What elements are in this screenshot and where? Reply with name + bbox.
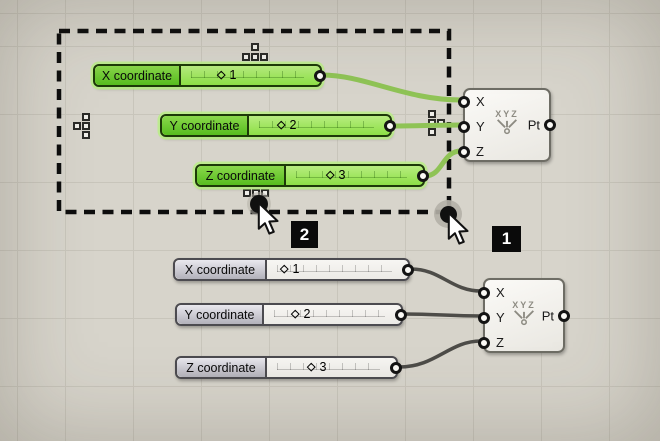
slider-grip[interactable]: ◇ 1 (280, 260, 299, 279)
input-label-x: X (476, 94, 485, 109)
wire-z-selected[interactable] (422, 148, 464, 179)
slider-label: X coordinate (95, 66, 181, 85)
step-badge-2: 2 (291, 221, 318, 248)
cursor-icon (447, 212, 469, 245)
group-grip[interactable] (82, 122, 90, 130)
slider-value: 3 (338, 168, 346, 183)
slider-track[interactable]: ◇ 2 (264, 305, 401, 324)
slider-track[interactable]: ◇ 1 (181, 66, 320, 85)
group-grip[interactable] (82, 131, 90, 139)
input-socket-x[interactable] (458, 96, 470, 108)
construct-point-component-selected[interactable]: X Y Z Pt XYZ (458, 88, 556, 162)
output-socket[interactable] (402, 263, 414, 276)
slider-label: Z coordinate (177, 358, 267, 377)
wire-y-unselected[interactable] (402, 312, 483, 318)
input-label-y: Y (476, 119, 485, 134)
group-grip[interactable] (428, 110, 436, 118)
slider-value: 1 (229, 68, 237, 83)
slider-diamond-icon: ◇ (277, 119, 286, 131)
group-grip[interactable] (73, 122, 81, 130)
input-socket-x[interactable] (478, 287, 490, 299)
slider-value: 3 (319, 360, 327, 375)
group-grip[interactable] (82, 113, 90, 121)
output-socket[interactable] (395, 308, 407, 321)
wire-y-selected[interactable] (389, 122, 464, 129)
slider-label: X coordinate (175, 260, 267, 279)
slider-grip[interactable]: ◇ 3 (307, 358, 326, 377)
output-label-pt: Pt (527, 117, 540, 133)
input-socket-z[interactable] (478, 337, 490, 349)
slider-track[interactable]: ◇ 3 (267, 358, 396, 377)
slider-diamond-icon: ◇ (326, 169, 335, 181)
group-grip[interactable] (243, 189, 251, 197)
output-socket[interactable] (384, 119, 396, 132)
slider-grip[interactable]: ◇ 1 (217, 66, 236, 85)
output-socket[interactable] (390, 361, 402, 374)
input-label-x: X (496, 285, 505, 300)
slider-value: 2 (289, 118, 297, 133)
wire-x-unselected[interactable] (409, 267, 483, 293)
construct-point-component-unselected[interactable]: X Y Z Pt XYZ (478, 278, 570, 353)
number-slider-x-unselected[interactable]: X coordinate ◇ 1 (173, 258, 414, 281)
slider-grip[interactable]: ◇ 2 (277, 116, 296, 135)
construct-point-icon: XYZ (493, 109, 521, 140)
input-socket-y[interactable] (458, 121, 470, 133)
construct-point-icon: XYZ (510, 299, 538, 330)
slider-diamond-icon: ◇ (280, 263, 289, 275)
number-slider-z-unselected[interactable]: Z coordinate ◇ 3 (175, 356, 402, 379)
slider-value: 1 (292, 262, 300, 277)
input-label-z: Z (476, 144, 484, 159)
slider-grip[interactable]: ◇ 3 (326, 166, 345, 185)
number-slider-z-selected[interactable]: Z coordinate ◇ 3 (195, 164, 429, 187)
slider-diamond-icon: ◇ (291, 308, 300, 320)
group-grip[interactable] (242, 53, 250, 61)
cursor-icon (257, 202, 279, 235)
input-socket-z[interactable] (458, 146, 470, 158)
wire-z-unselected[interactable] (397, 339, 483, 369)
slider-diamond-icon: ◇ (307, 361, 316, 373)
slider-diamond-icon: ◇ (217, 69, 226, 81)
input-label-z: Z (496, 335, 504, 350)
slider-track[interactable]: ◇ 1 (267, 260, 408, 279)
output-socket[interactable] (417, 169, 429, 182)
group-grip[interactable] (251, 53, 259, 61)
output-socket-pt[interactable] (544, 119, 556, 131)
number-slider-y-unselected[interactable]: Y coordinate ◇ 2 (175, 303, 407, 326)
slider-label: Y coordinate (162, 116, 249, 135)
slider-track[interactable]: ◇ 3 (286, 166, 423, 185)
input-socket-y[interactable] (478, 312, 490, 324)
slider-value: 2 (303, 307, 311, 322)
group-grip[interactable] (251, 43, 259, 51)
slider-label: Z coordinate (197, 166, 286, 185)
input-label-y: Y (496, 310, 505, 325)
output-label-pt: Pt (541, 308, 554, 323)
step-badge-1: 1 (492, 226, 521, 252)
wire-x-selected[interactable] (319, 72, 464, 103)
group-grip[interactable] (260, 53, 268, 61)
number-slider-x-selected[interactable]: X coordinate ◇ 1 (93, 64, 326, 87)
slider-label: Y coordinate (177, 305, 264, 324)
number-slider-y-selected[interactable]: Y coordinate ◇ 2 (160, 114, 396, 137)
output-socket[interactable] (314, 69, 326, 82)
slider-grip[interactable]: ◇ 2 (291, 305, 310, 324)
output-socket-pt[interactable] (558, 309, 570, 322)
group-grip[interactable] (428, 128, 436, 136)
slider-track[interactable]: ◇ 2 (249, 116, 390, 135)
